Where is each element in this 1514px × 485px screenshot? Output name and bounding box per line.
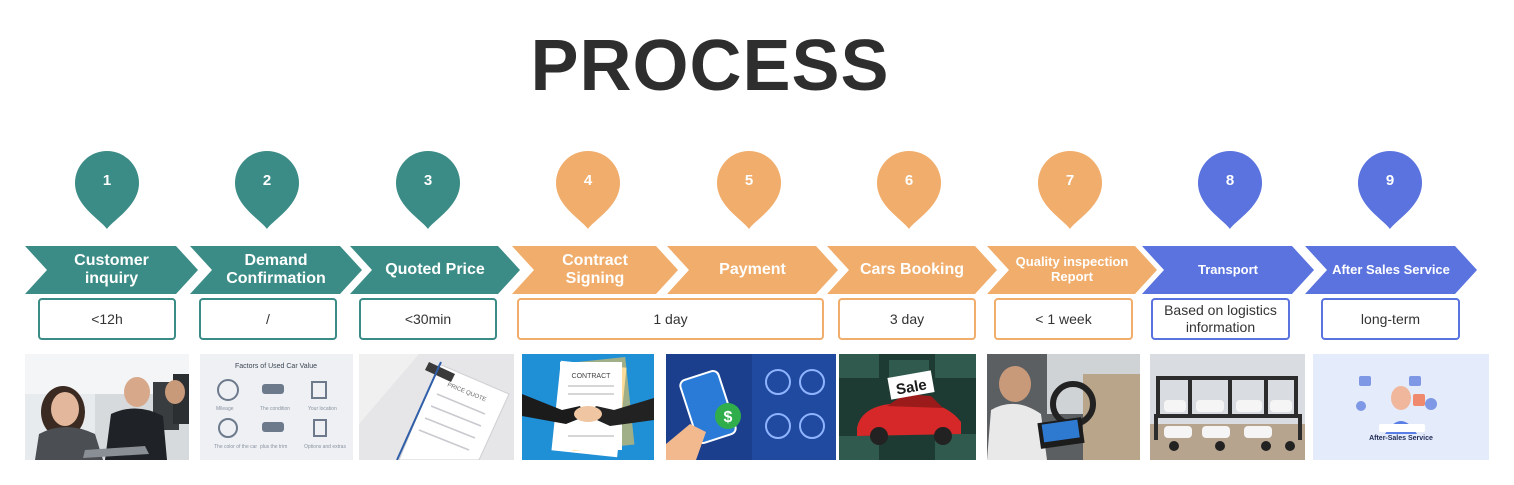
step-pin-9: 9 bbox=[1357, 150, 1423, 230]
photo-after-sales: After-Sales Service bbox=[1313, 354, 1489, 460]
step-label: After Sales Service bbox=[1327, 246, 1455, 294]
step-pin-2: 2 bbox=[234, 150, 300, 230]
pin-shape bbox=[877, 151, 941, 229]
step-number: 5 bbox=[716, 172, 782, 189]
step-pin-4: 4 bbox=[555, 150, 621, 230]
step-arrow-9: After Sales Service bbox=[1305, 246, 1477, 294]
step-number: 7 bbox=[1037, 172, 1103, 189]
duration-box-2: / bbox=[199, 298, 337, 340]
photo-contract: CONTRACT bbox=[522, 354, 654, 460]
step-pin-7: 7 bbox=[1037, 150, 1103, 230]
photo-payment: $ bbox=[666, 354, 836, 460]
step-label: Quoted Price bbox=[372, 246, 498, 294]
svg-text:Mileage: Mileage bbox=[216, 406, 234, 412]
step-arrow-8: Transport bbox=[1142, 246, 1314, 294]
svg-text:The condition: The condition bbox=[260, 406, 290, 412]
page-title: PROCESS bbox=[0, 25, 1420, 107]
svg-text:plus the trim: plus the trim bbox=[260, 444, 287, 450]
photo-car-transport bbox=[1150, 354, 1305, 460]
contract-word: CONTRACT bbox=[572, 373, 612, 380]
step-arrow-4: Contract Signing bbox=[512, 246, 678, 294]
pin-shape bbox=[1198, 151, 1262, 229]
step-arrow-7: Quality inspection Report bbox=[987, 246, 1157, 294]
step-arrow-1: Customer inquiry bbox=[25, 246, 198, 294]
duration-box-9: long-term bbox=[1321, 298, 1460, 340]
pin-shape bbox=[556, 151, 620, 229]
photo-car-sale: Sale bbox=[839, 354, 976, 460]
pin-shape bbox=[717, 151, 781, 229]
duration-box-7: < 1 week bbox=[994, 298, 1133, 340]
step-number: 4 bbox=[555, 172, 621, 189]
step-arrow-5: Payment bbox=[667, 246, 838, 294]
duration-box-1: <12h bbox=[38, 298, 176, 340]
step-arrow-6: Cars Booking bbox=[827, 246, 997, 294]
step-arrow-3: Quoted Price bbox=[350, 246, 520, 294]
value-factors-title: Factors of Used Car Value bbox=[235, 363, 317, 370]
step-label: Cars Booking bbox=[849, 246, 975, 294]
step-label: Payment bbox=[689, 246, 816, 294]
duration-box-8: Based on logistics information bbox=[1151, 298, 1290, 340]
svg-text:$: $ bbox=[724, 409, 733, 426]
step-label: Customer inquiry bbox=[47, 246, 176, 294]
step-pin-3: 3 bbox=[395, 150, 461, 230]
step-number: 6 bbox=[876, 172, 942, 189]
pin-shape bbox=[75, 151, 139, 229]
pin-shape bbox=[1358, 151, 1422, 229]
duration-box-3: <30min bbox=[359, 298, 497, 340]
step-number: 2 bbox=[234, 172, 300, 189]
step-label: Demand Confirmation bbox=[212, 246, 340, 294]
pin-shape bbox=[396, 151, 460, 229]
svg-text:Your location: Your location bbox=[308, 406, 337, 412]
step-arrow-2: Demand Confirmation bbox=[190, 246, 362, 294]
svg-text:Options and extras: Options and extras bbox=[304, 444, 346, 450]
step-label: Transport bbox=[1164, 246, 1292, 294]
step-label: Quality inspection Report bbox=[1009, 246, 1135, 294]
duration-box-4-5: 1 day bbox=[517, 298, 824, 340]
photo-call-center bbox=[25, 354, 189, 460]
pin-shape bbox=[235, 151, 299, 229]
after-sales-caption: After-Sales Service bbox=[1369, 435, 1433, 442]
photo-value-factors: Mileage The condition Your location The co… bbox=[200, 354, 353, 460]
step-number: 1 bbox=[74, 172, 140, 189]
step-pin-5: 5 bbox=[716, 150, 782, 230]
photo-price-quote: PRICE QUOTE bbox=[359, 354, 514, 460]
step-pin-8: 8 bbox=[1197, 150, 1263, 230]
svg-text:The color of the car: The color of the car bbox=[214, 444, 257, 450]
step-pin-1: 1 bbox=[74, 150, 140, 230]
step-number: 3 bbox=[395, 172, 461, 189]
step-number: 9 bbox=[1357, 172, 1423, 189]
step-pin-6: 6 bbox=[876, 150, 942, 230]
photo-inspection bbox=[987, 354, 1140, 460]
step-label: Contract Signing bbox=[534, 246, 656, 294]
pin-shape bbox=[1038, 151, 1102, 229]
duration-box-6: 3 day bbox=[838, 298, 976, 340]
step-number: 8 bbox=[1197, 172, 1263, 189]
